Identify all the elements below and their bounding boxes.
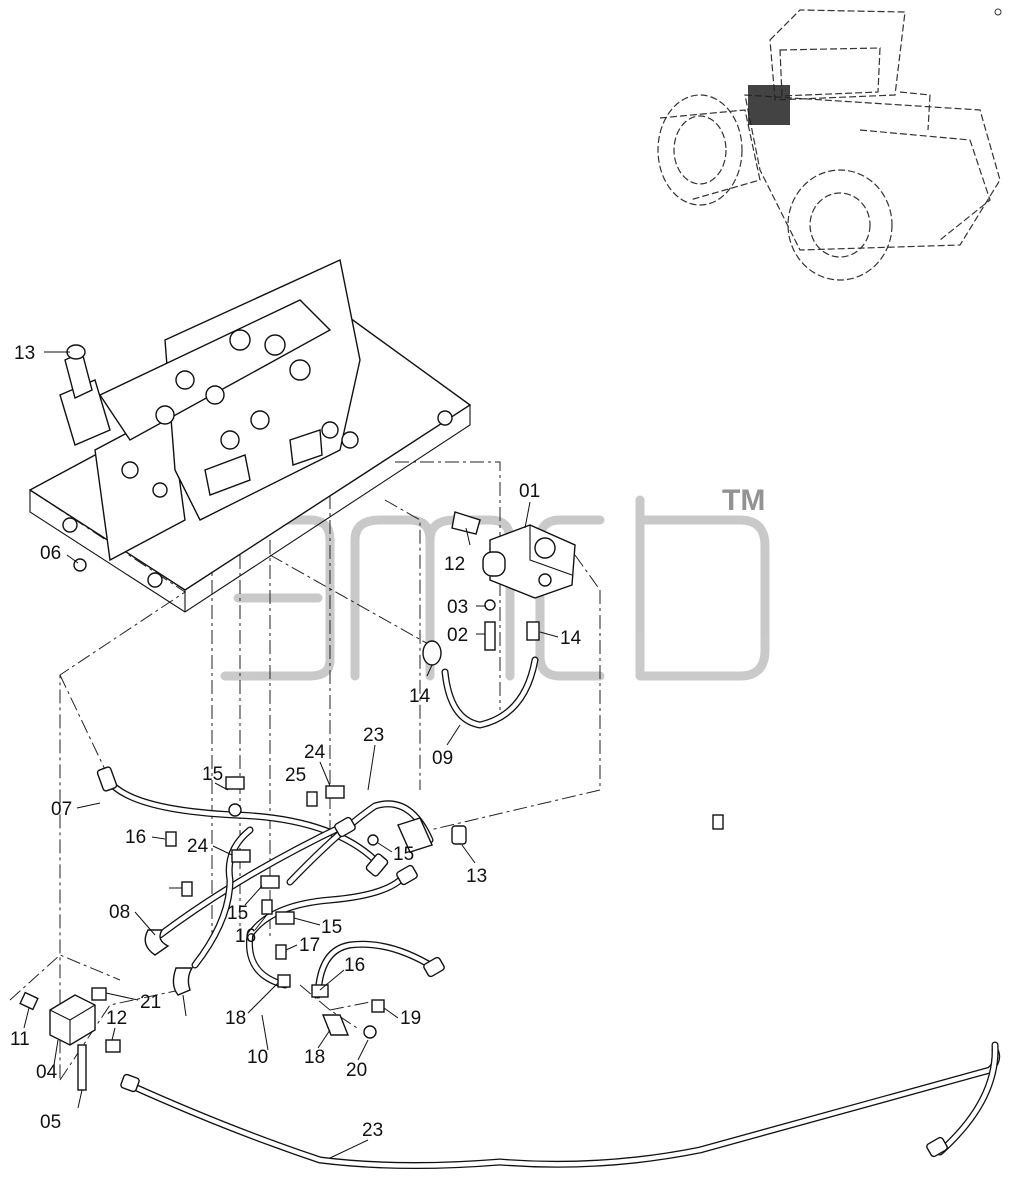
callout-15: 16 [344, 955, 365, 976]
callout-15: 15 [321, 917, 342, 938]
callout-11: 12 [106, 1008, 127, 1029]
callout-18: 19 [400, 1008, 421, 1029]
solenoid-valve-01 [422, 511, 576, 666]
callout-04: 04 [36, 1062, 58, 1083]
callout-15: 15 [227, 903, 248, 924]
callout-24: 25 [285, 765, 306, 786]
assembly-center-lines [9, 461, 601, 1081]
callout-14: 14 [560, 628, 582, 649]
control-valve-assembly [28, 258, 472, 613]
callout-09: 09 [432, 748, 453, 769]
callout-16: 16 [235, 926, 256, 947]
callout-labels: 13 01 12 03 02 14 06 14 09 23 24 15 25 0… [10, 343, 582, 1141]
callout-17: 18 [304, 1047, 325, 1068]
callout-20: 21 [140, 992, 161, 1013]
callout-22: 23 [363, 725, 384, 746]
callout-01: 01 [519, 481, 540, 502]
callout-18: 18 [225, 1008, 246, 1029]
trademark-label: TM [722, 484, 765, 517]
callout-02: 02 [447, 625, 468, 646]
callout-08: 08 [109, 902, 130, 923]
callout-13: 14 [409, 686, 431, 707]
machine-locator-illustration [657, 8, 1002, 281]
callout-10: 10 [247, 1047, 268, 1068]
callout-15: 15 [202, 764, 223, 785]
callout-11: 11 [10, 1029, 30, 1050]
callout-12: 12 [444, 554, 465, 575]
callout-14: 15 [393, 844, 414, 865]
callout-21: 23 [362, 1120, 383, 1141]
callout-leaders [23, 351, 559, 1159]
fittings-and-clamps [19, 558, 948, 1158]
callout-23: 24 [187, 836, 209, 857]
callout-12: 13 [466, 866, 487, 887]
callout-19: 20 [346, 1060, 367, 1081]
callout-13: 13 [14, 343, 35, 364]
callout-16: 16 [125, 827, 146, 848]
callout-05: 05 [40, 1112, 61, 1133]
callout-03: 03 [447, 597, 468, 618]
callout-16: 17 [299, 935, 320, 956]
callout-06: 06 [40, 543, 61, 564]
callout-23: 24 [304, 742, 326, 763]
callout-07: 07 [51, 799, 72, 820]
